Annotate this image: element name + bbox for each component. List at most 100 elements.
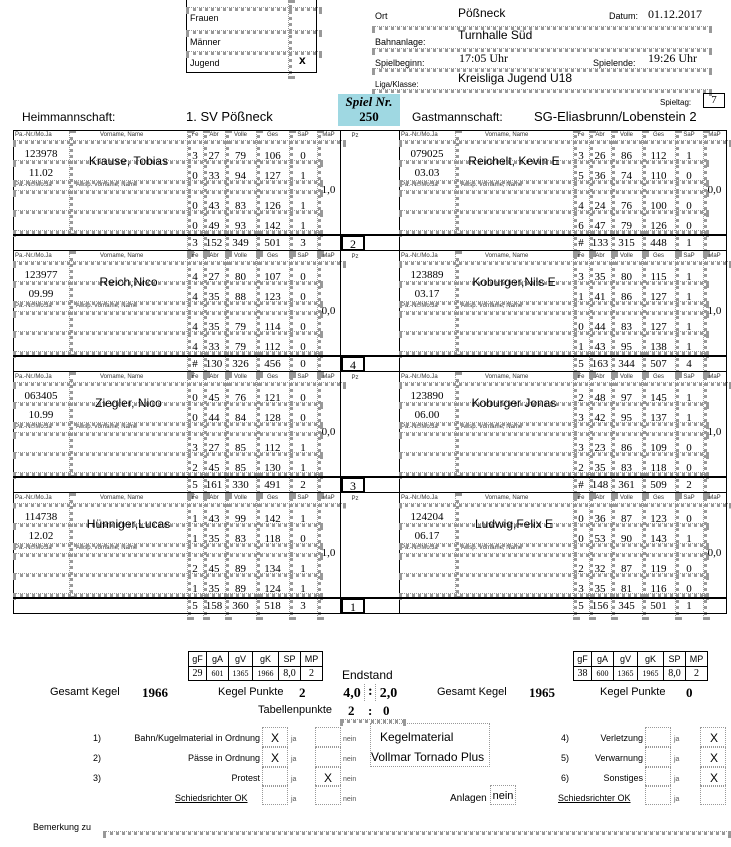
- home-player-name[interactable]: Reich,Nico: [99, 275, 158, 289]
- score-cell[interactable]: 127: [650, 291, 667, 303]
- score-cell[interactable]: 83: [621, 462, 632, 474]
- score-cell[interactable]: 94: [235, 170, 246, 182]
- score-cell[interactable]: 1: [300, 200, 306, 212]
- away-pass-nr[interactable]: 123890: [410, 390, 444, 402]
- score-cell[interactable]: 27: [208, 150, 220, 162]
- score-cell[interactable]: 0: [192, 170, 198, 182]
- score-cell[interactable]: 0: [686, 220, 692, 232]
- score-cell[interactable]: 80: [621, 271, 632, 283]
- score-cell[interactable]: 76: [235, 392, 246, 404]
- score-cell[interactable]: 95: [621, 341, 632, 353]
- jugend-mark[interactable]: x: [299, 53, 306, 67]
- away-pass-nr[interactable]: 079025: [410, 148, 444, 160]
- score-cell[interactable]: 1: [192, 513, 198, 525]
- check-nein-box[interactable]: [315, 767, 341, 787]
- score-cell[interactable]: 85: [235, 462, 246, 474]
- score-cell[interactable]: 35: [208, 321, 220, 333]
- score-cell[interactable]: 116: [650, 583, 667, 595]
- score-cell[interactable]: 107: [264, 271, 281, 283]
- score-cell[interactable]: 0: [686, 563, 692, 575]
- score-cell[interactable]: 97: [621, 392, 632, 404]
- score-cell[interactable]: 1: [686, 150, 692, 162]
- score-cell[interactable]: 48: [594, 392, 606, 404]
- score-cell[interactable]: 0: [578, 533, 584, 545]
- score-cell[interactable]: 43: [594, 341, 606, 353]
- schiedsrichter-nein-box[interactable]: [315, 785, 341, 805]
- check-nein-box[interactable]: [700, 727, 726, 747]
- score-cell[interactable]: 79: [621, 220, 632, 232]
- score-cell[interactable]: 127: [650, 321, 667, 333]
- score-cell[interactable]: 24: [594, 200, 606, 212]
- score-cell[interactable]: 0: [578, 321, 584, 333]
- score-cell[interactable]: 1: [686, 271, 692, 283]
- score-cell[interactable]: 0: [192, 412, 198, 424]
- score-cell[interactable]: 93: [235, 220, 246, 232]
- score-cell[interactable]: 123: [264, 291, 281, 303]
- score-cell[interactable]: 106: [264, 150, 281, 162]
- score-cell[interactable]: 1: [300, 563, 306, 575]
- score-cell[interactable]: 36: [594, 170, 606, 182]
- score-cell[interactable]: 79: [235, 150, 246, 162]
- score-cell[interactable]: 47: [594, 220, 606, 232]
- home-pass-nr[interactable]: 063405: [24, 390, 58, 402]
- home-map-value[interactable]: 0,0: [321, 426, 336, 438]
- score-cell[interactable]: 142: [264, 513, 281, 525]
- score-cell[interactable]: 2: [578, 462, 584, 474]
- pz-box[interactable]: 3: [341, 477, 365, 493]
- bemerkung-line[interactable]: [103, 831, 731, 835]
- score-cell[interactable]: 134: [264, 563, 281, 575]
- score-cell[interactable]: 27: [208, 271, 220, 283]
- score-cell[interactable]: 3: [578, 271, 584, 283]
- score-cell[interactable]: 118: [264, 533, 281, 545]
- score-cell[interactable]: 1: [686, 533, 692, 545]
- away-pass-date[interactable]: 03.17: [414, 288, 440, 300]
- score-cell[interactable]: 0: [686, 513, 692, 525]
- score-cell[interactable]: 118: [650, 462, 667, 474]
- score-cell[interactable]: 27: [208, 442, 220, 454]
- score-cell[interactable]: 0: [192, 220, 198, 232]
- pz-box[interactable]: 4: [341, 356, 365, 372]
- home-player-name[interactable]: Krause, Tobias: [88, 154, 169, 168]
- score-cell[interactable]: 23: [594, 442, 606, 454]
- score-cell[interactable]: 109: [650, 442, 667, 454]
- away-player-name[interactable]: Ludwig,Felix E: [474, 517, 554, 531]
- score-cell[interactable]: 83: [235, 200, 246, 212]
- score-cell[interactable]: 45: [208, 392, 220, 404]
- score-cell[interactable]: 90: [621, 533, 632, 545]
- score-cell[interactable]: 49: [208, 220, 220, 232]
- home-pass-nr[interactable]: 123977: [24, 269, 58, 281]
- score-cell[interactable]: 0: [300, 341, 306, 353]
- score-cell[interactable]: 1: [300, 513, 306, 525]
- score-cell[interactable]: 1: [300, 583, 306, 595]
- away-map-value[interactable]: 0,0: [707, 547, 722, 559]
- score-cell[interactable]: 4: [192, 341, 198, 353]
- away-player-name[interactable]: Koburger,Nils E: [472, 275, 556, 289]
- score-cell[interactable]: 0: [300, 150, 306, 162]
- schiedsrichter-ja-box[interactable]: [262, 785, 288, 805]
- score-cell[interactable]: 83: [621, 321, 632, 333]
- home-pass-date[interactable]: 12.02: [28, 530, 54, 542]
- score-cell[interactable]: 127: [264, 170, 281, 182]
- score-cell[interactable]: 115: [650, 271, 667, 283]
- away-map-value[interactable]: 1,0: [707, 426, 722, 438]
- away-pass-nr[interactable]: 123889: [410, 269, 444, 281]
- score-cell[interactable]: 85: [235, 442, 246, 454]
- score-cell[interactable]: 1: [300, 170, 306, 182]
- score-cell[interactable]: 4: [192, 271, 198, 283]
- score-cell[interactable]: 79: [235, 341, 246, 353]
- score-cell[interactable]: 33: [208, 341, 220, 353]
- score-cell[interactable]: 1: [300, 462, 306, 474]
- score-cell[interactable]: 99: [235, 513, 246, 525]
- score-cell[interactable]: 4: [192, 291, 198, 303]
- score-cell[interactable]: 1: [686, 392, 692, 404]
- score-cell[interactable]: 32: [594, 563, 606, 575]
- score-cell[interactable]: 1: [192, 583, 198, 595]
- score-cell[interactable]: 87: [621, 513, 632, 525]
- score-cell[interactable]: 89: [235, 583, 246, 595]
- score-cell[interactable]: 0: [192, 392, 198, 404]
- score-cell[interactable]: 2: [578, 392, 584, 404]
- score-cell[interactable]: 86: [621, 442, 632, 454]
- score-cell[interactable]: 5: [578, 170, 584, 182]
- score-cell[interactable]: 35: [208, 291, 220, 303]
- score-cell[interactable]: 83: [235, 533, 246, 545]
